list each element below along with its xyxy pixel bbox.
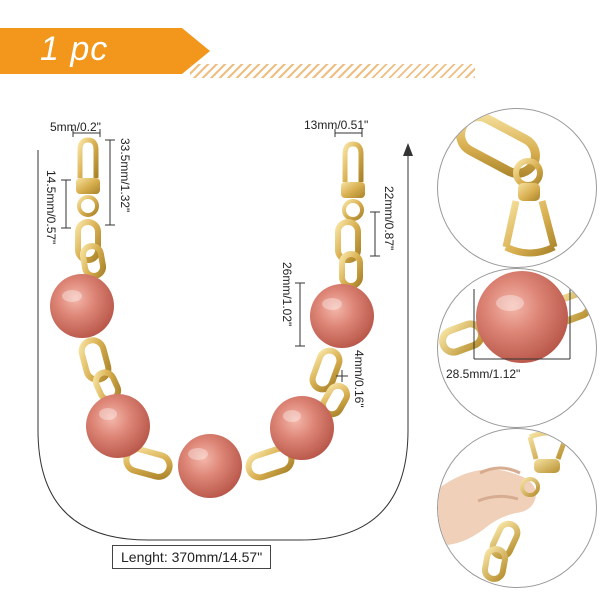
detail-hand-circle [437, 428, 597, 588]
resin-bead-icon [439, 271, 593, 363]
quantity-label: 1 pc [40, 30, 109, 68]
detail-bead-circle: 28.5mm/1.12" [437, 268, 597, 428]
length-guide-curve [37, 150, 409, 541]
dim-4mm-label: 4mm/0.16" [352, 350, 366, 408]
banner-stripes [190, 64, 475, 78]
bead-4 [270, 396, 334, 460]
banner-shape [0, 28, 210, 74]
hand-holding-icon [438, 430, 569, 582]
dim-33-5mm-label: 33.5mm/1.32" [118, 138, 132, 213]
dim-28-5mm-label: 28.5mm/1.12" [446, 367, 521, 381]
bead-2 [86, 394, 150, 458]
dim-22mm-label: 22mm/0.87" [382, 186, 396, 251]
dimension-lines [61, 129, 380, 382]
chain-links [75, 219, 363, 481]
dim-13mm-label: 13mm/0.51" [304, 118, 369, 132]
dim-14-5mm-label: 14.5mm/0.57" [44, 170, 58, 245]
resin-beads [50, 274, 374, 498]
dim-26mm-label: 26mm/1.02" [280, 262, 294, 327]
bead-5 [310, 284, 374, 348]
right-swivel-clasp [341, 141, 365, 221]
length-guide-arrow [403, 143, 413, 156]
detail-clasp-circle [437, 108, 597, 268]
bead-1 [50, 274, 114, 338]
left-swivel-clasp [76, 137, 100, 217]
bead-3 [178, 434, 242, 498]
dim-5mm-label: 5mm/0.2" [50, 120, 101, 134]
swivel-clasp-icon [456, 112, 558, 257]
length-label: Lenght: 370mm/14.57" [112, 545, 272, 569]
